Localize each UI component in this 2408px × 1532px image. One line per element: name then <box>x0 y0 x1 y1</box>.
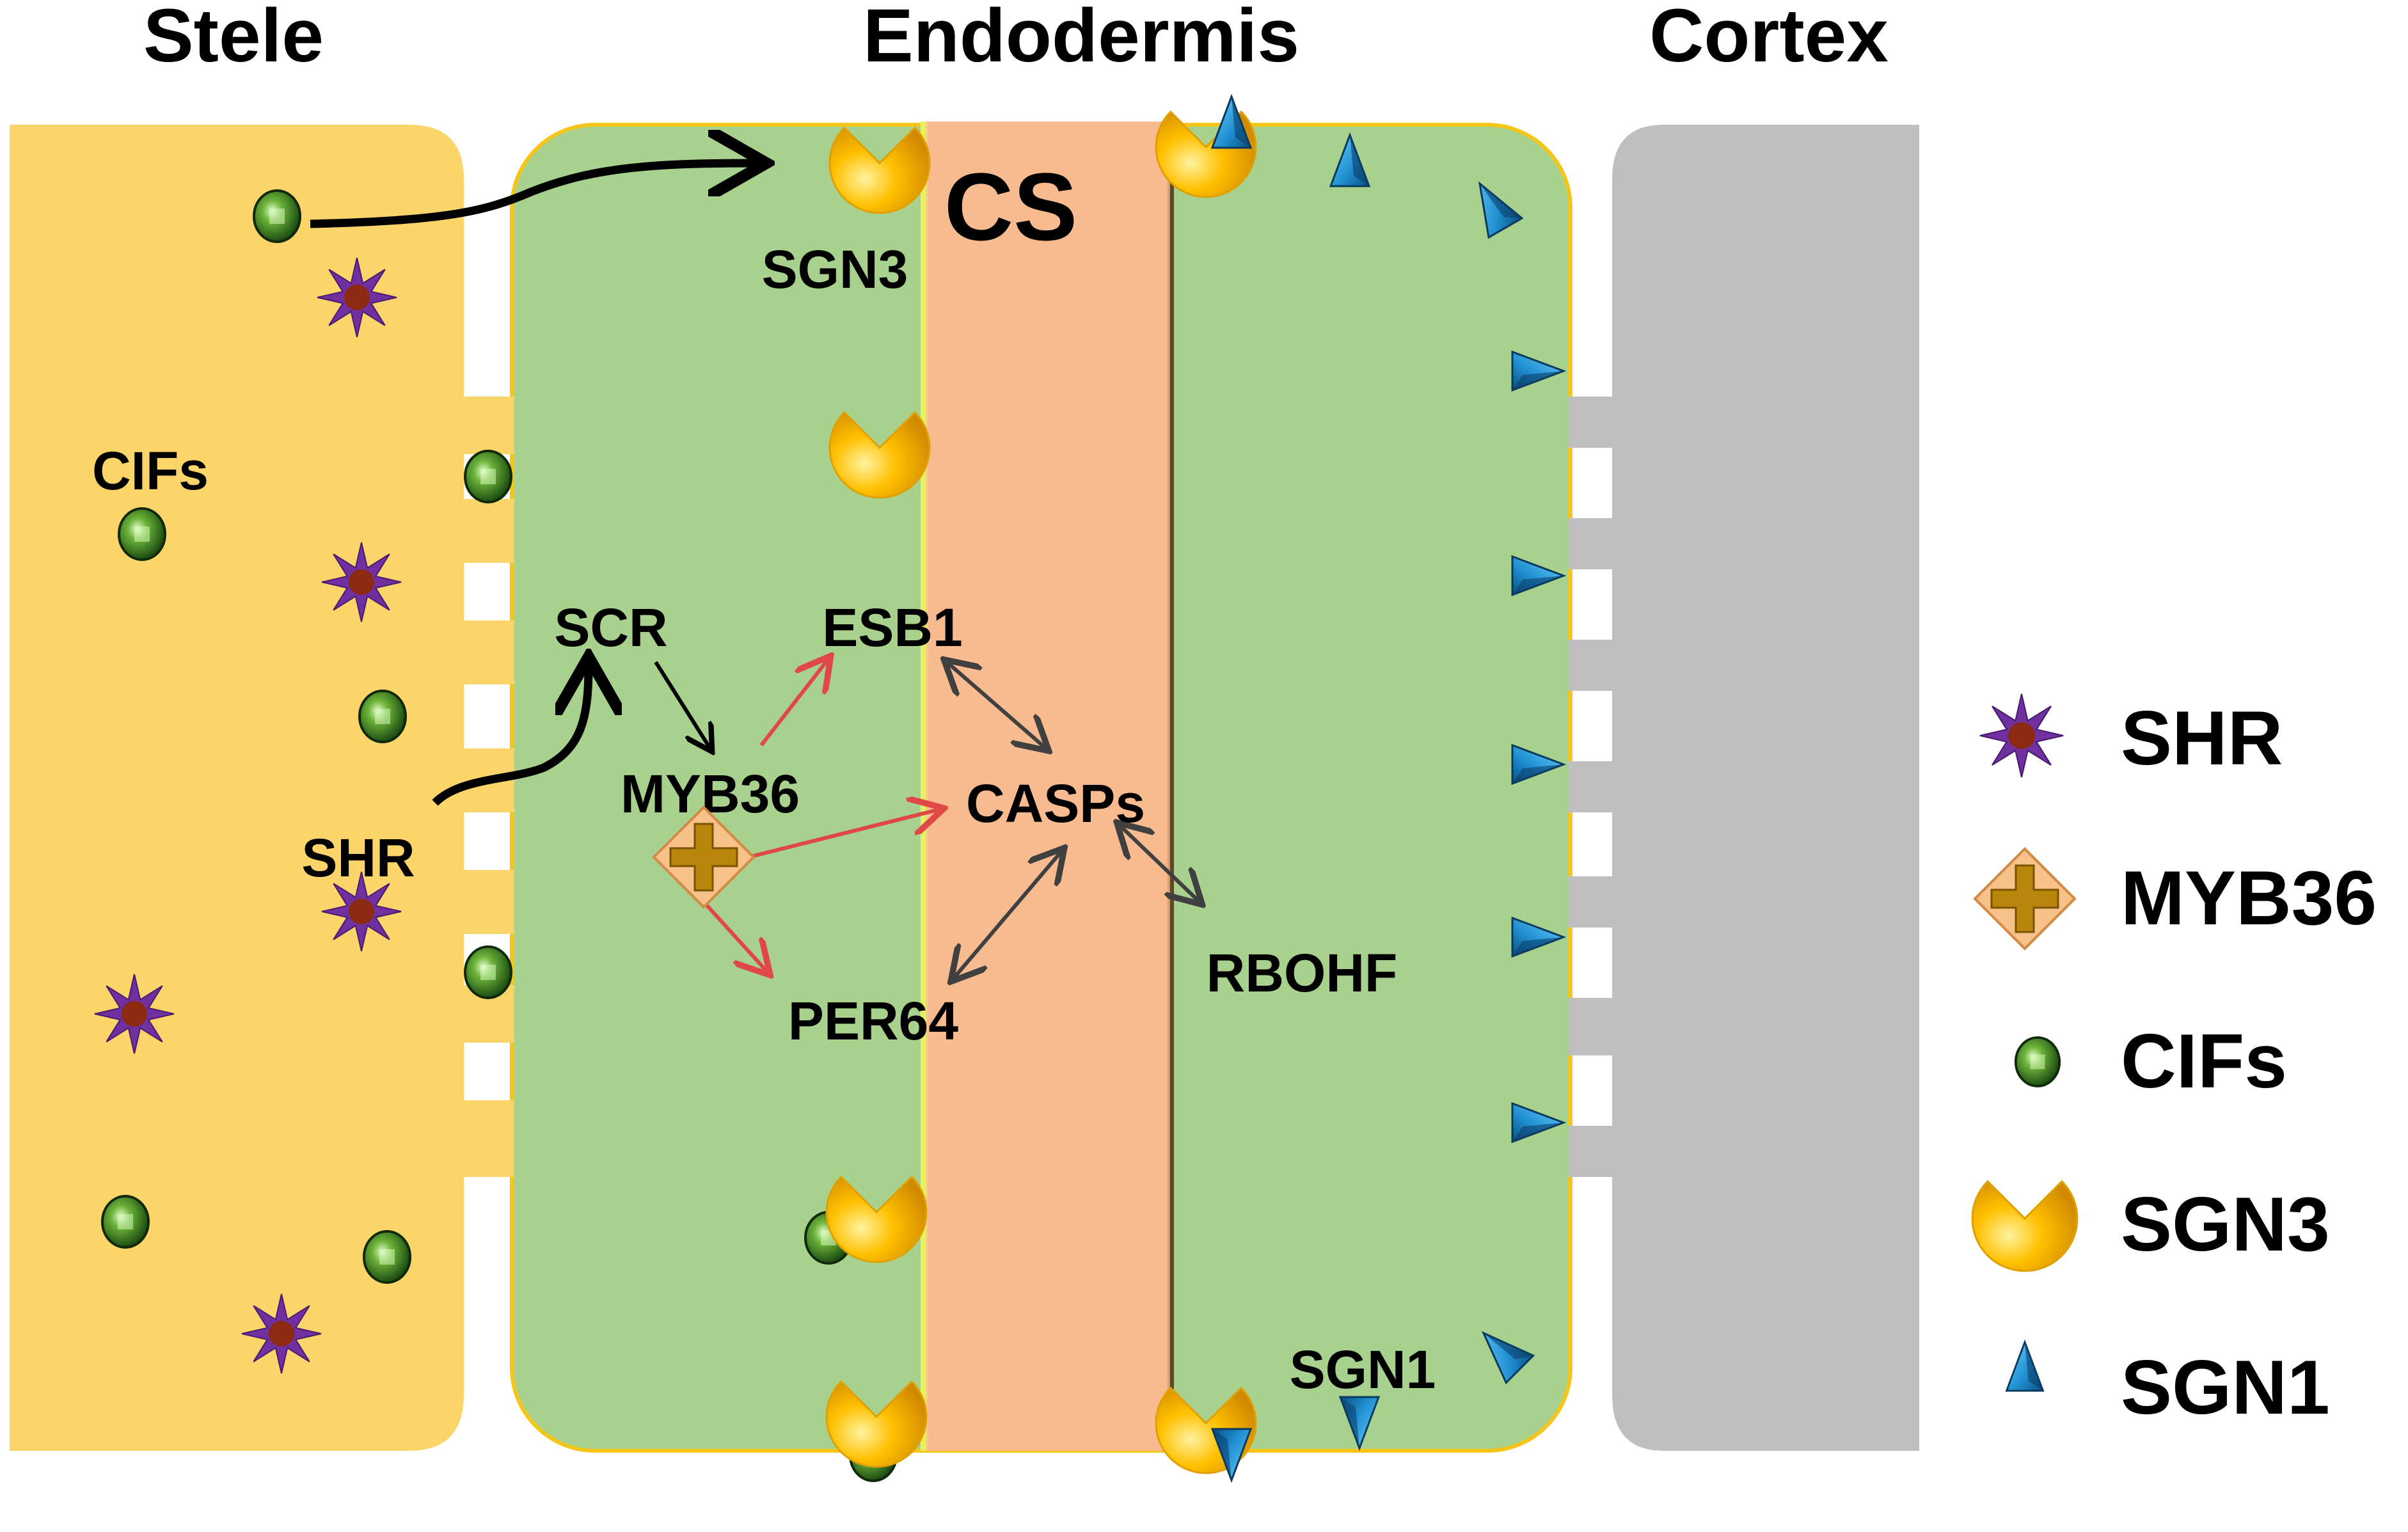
sgn1-kinase-icon <box>1329 132 1371 187</box>
shr-label: SHR <box>301 828 415 888</box>
shr-star-icon <box>321 871 402 952</box>
shr-star-icon <box>241 1293 322 1374</box>
shr-star-icon <box>94 974 175 1054</box>
casps-per64-interaction <box>953 851 1062 979</box>
endodermis-header: Endodermis <box>863 0 1299 78</box>
cs-label: CS <box>944 153 1077 260</box>
esb1-casps-interaction <box>947 662 1046 748</box>
stele-header: Stele <box>143 0 324 78</box>
legend-label-sgn1: SGN1 <box>2121 1345 2330 1430</box>
cortex-cell <box>1612 125 1919 1451</box>
cif-peptide-icon <box>358 690 407 743</box>
legend-shr-icon <box>1979 693 2064 778</box>
sgn3-receptor-icon <box>825 1175 928 1263</box>
stele-cell <box>10 125 464 1451</box>
myb36-diamond-icon <box>652 805 756 909</box>
rbohf-label: RBOHF <box>1207 943 1398 1003</box>
shr-star-icon <box>317 257 397 338</box>
sgn1-kinase-icon <box>1511 350 1567 392</box>
legend-icons <box>1971 693 2079 1392</box>
sgn1-kinase-icon <box>1511 916 1567 958</box>
sgn3-receptor-icon <box>828 411 931 499</box>
cif-peptide-icon <box>101 1195 150 1249</box>
legend-cif-icon <box>2014 1036 2061 1087</box>
cif-peptide-icon <box>464 450 512 503</box>
shr-movement-arrow <box>432 665 589 806</box>
cif-transport-arrow <box>310 163 758 228</box>
sgn3-receptor-icon <box>825 1380 928 1468</box>
shr-star-icon <box>321 542 402 622</box>
casps-rbohf-interaction <box>1120 825 1200 902</box>
legend-label-shr: SHR <box>2121 695 2283 781</box>
myb36-to-casps-arrow <box>748 809 940 859</box>
legend-sgn1-icon <box>2005 1339 2045 1392</box>
esb1-label: ESB1 <box>822 597 962 658</box>
per64-label: PER64 <box>788 991 958 1051</box>
sgn1-kinase-icon <box>1210 1428 1253 1483</box>
sgn1-kinase-icon <box>1478 181 1524 239</box>
legend-label-myb36: MYB36 <box>2121 855 2377 941</box>
sgn1-kinase-icon <box>1511 743 1567 786</box>
sgn1-kinase-icon <box>1511 555 1567 597</box>
cif-peptide-icon <box>253 189 301 243</box>
cif-peptide-icon <box>363 1230 411 1284</box>
legend-label-sgn3: SGN3 <box>2121 1181 2330 1267</box>
sgn1-kinase-icon <box>1210 93 1253 149</box>
legend-sgn3-icon <box>1971 1180 2079 1272</box>
sgn1-kinase-icon <box>1338 1396 1381 1451</box>
legend-myb36-icon <box>1973 847 2077 951</box>
cortex-header: Cortex <box>1649 0 1889 78</box>
casps-label: CASPs <box>966 773 1145 833</box>
myb36-to-esb1-arrow <box>759 659 828 746</box>
stele-plasmodesmata <box>462 397 514 1177</box>
glyph-layer <box>94 93 1567 1483</box>
cortex-plasmodesmata <box>1569 397 1615 1177</box>
scr-to-myb36-arrow <box>654 661 710 748</box>
sgn1-kinase-icon <box>1481 1331 1535 1385</box>
cifs-label: CIFs <box>92 441 209 501</box>
myb36-to-per64-arrow <box>702 900 768 972</box>
cif-peptide-icon <box>464 945 512 999</box>
cif-peptide-icon <box>118 507 166 561</box>
casparian-strip <box>921 122 1174 1451</box>
sgn1-kinase-icon <box>1511 1102 1567 1144</box>
legend: SHR MYB36 CIFs SGN3 SGN1 <box>1971 693 2377 1430</box>
scr-label: SCR <box>554 597 667 658</box>
sgn1-label: SGN1 <box>1290 1339 1436 1400</box>
sgn3-receptor-icon <box>828 126 931 214</box>
legend-label-cifs: CIFs <box>2121 1018 2287 1104</box>
sgn3-label: SGN3 <box>762 239 908 299</box>
